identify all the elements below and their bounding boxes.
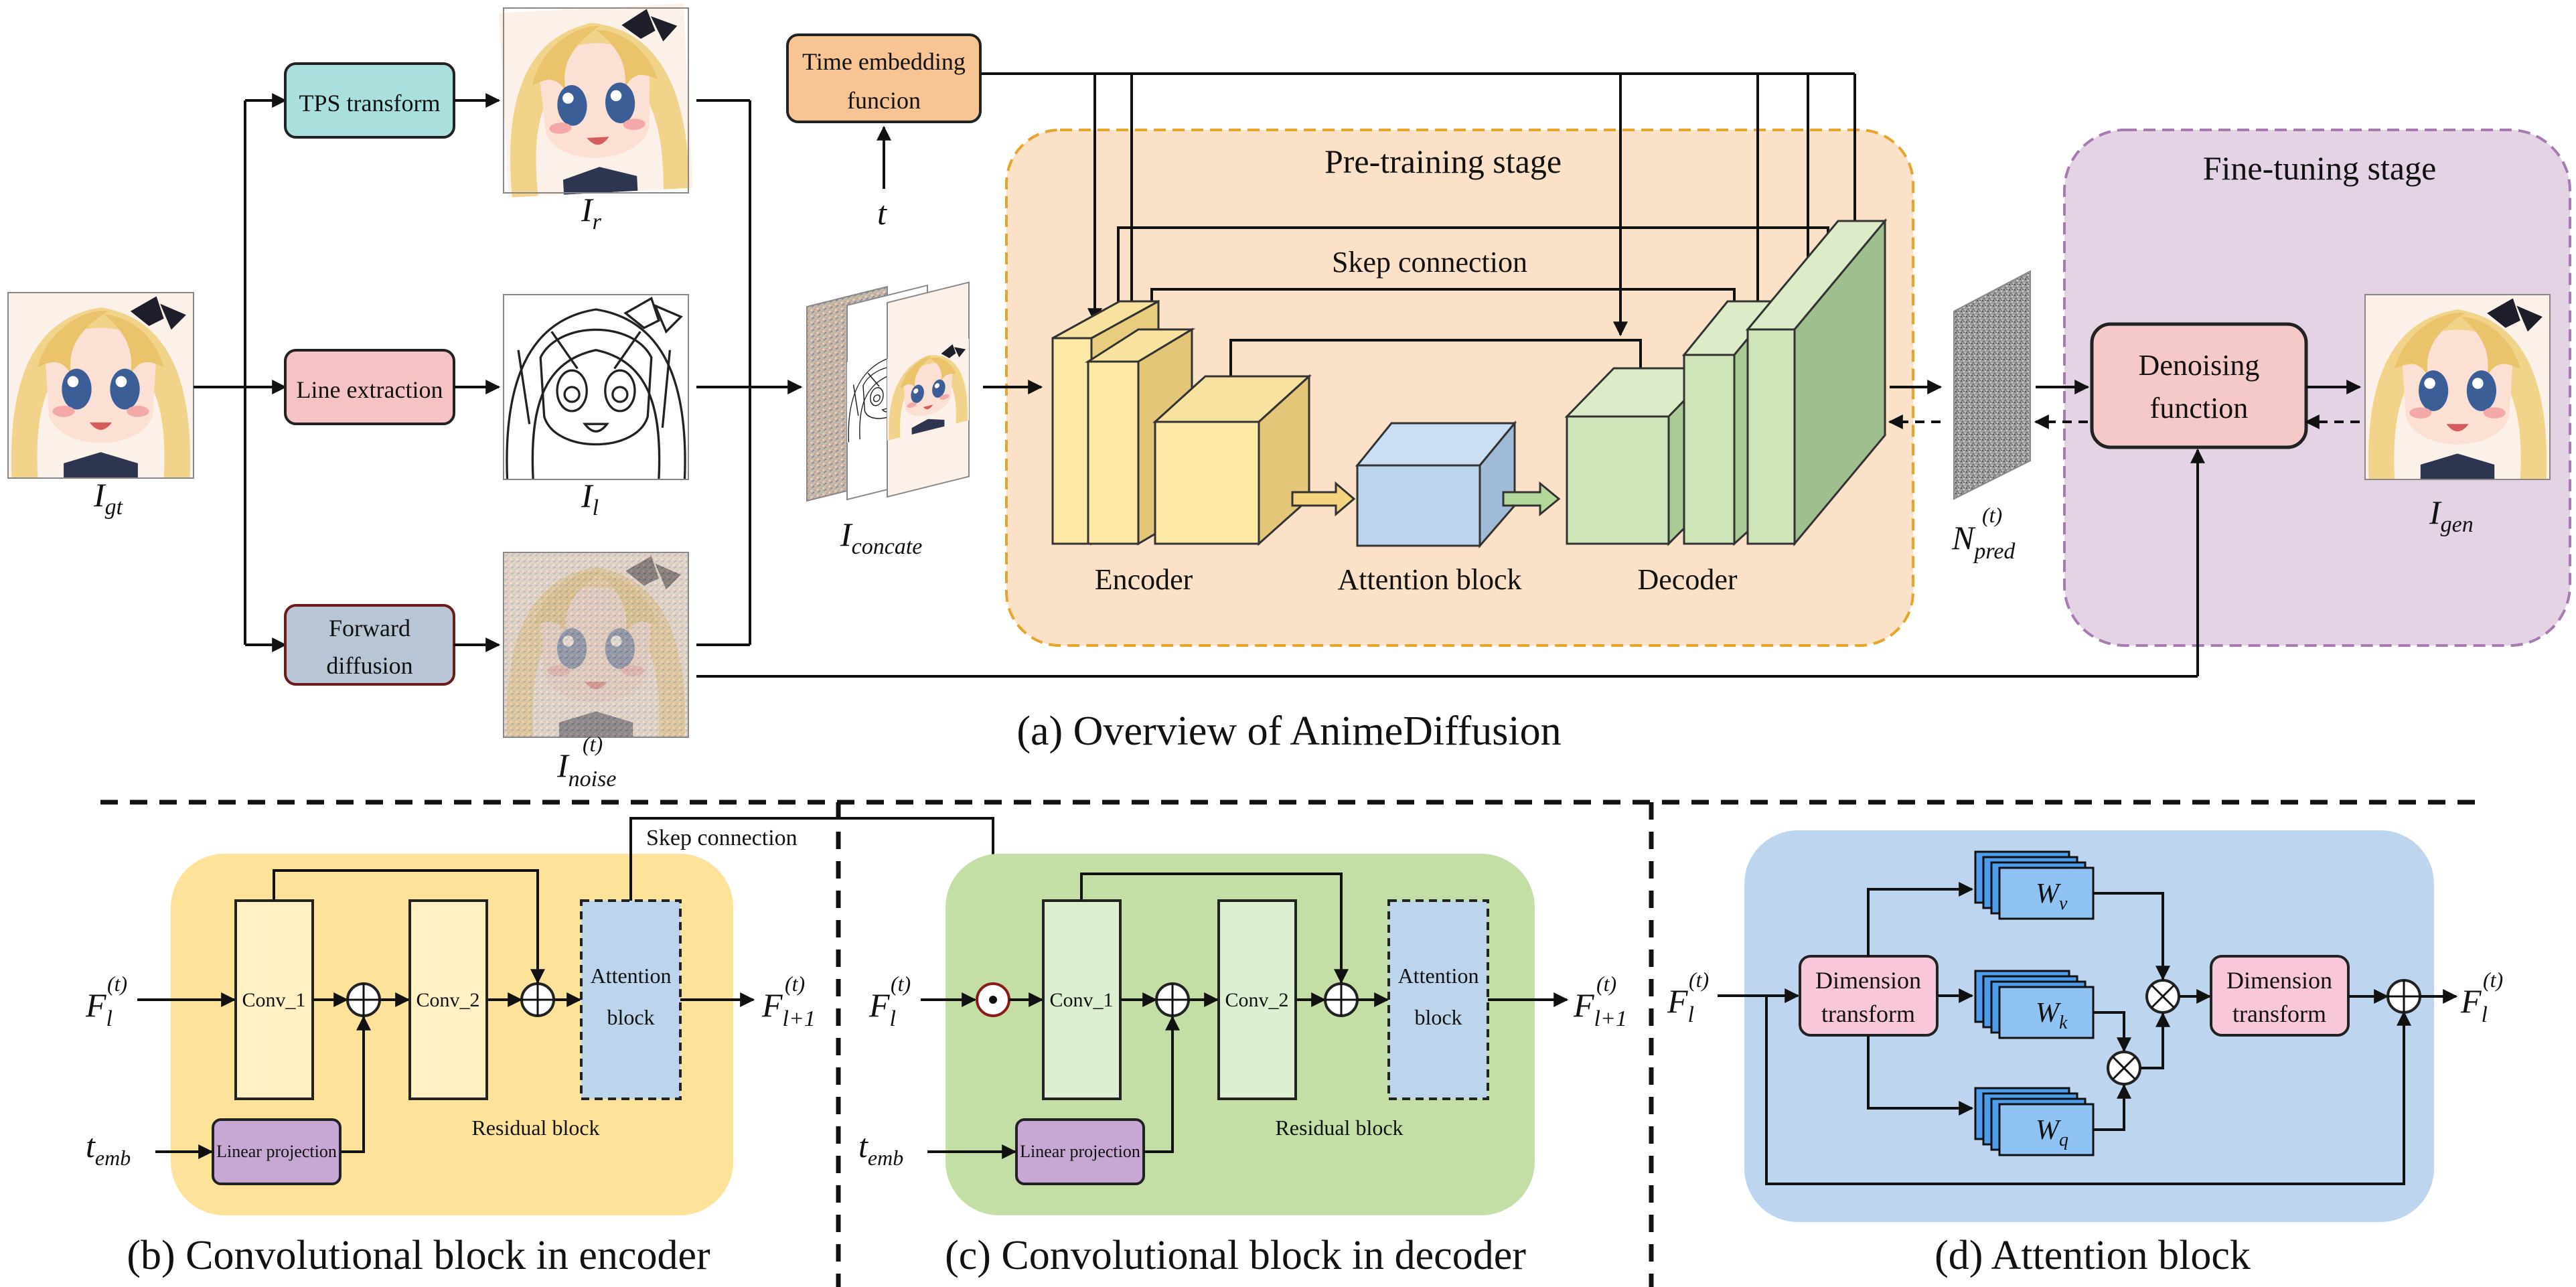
noisy-image-inoise bbox=[503, 552, 689, 738]
label-i-r: Ir bbox=[581, 191, 602, 234]
line-extraction-label: Line extraction bbox=[297, 376, 443, 403]
label-n-pred: Npred(t) bbox=[1951, 503, 2016, 564]
denoising-function-box bbox=[2090, 322, 2308, 449]
b-conv2-box bbox=[408, 899, 488, 1100]
c-f-in: Fl(t) bbox=[868, 972, 911, 1031]
d-wq-label: Wq bbox=[2036, 1115, 2068, 1150]
label-i-concate: Iconcate bbox=[840, 516, 922, 559]
line-image-il bbox=[503, 294, 689, 480]
encoder-blocks bbox=[1051, 299, 1312, 546]
caption-d: (d) Attention block bbox=[1935, 1233, 2251, 1278]
generated-image-igen bbox=[2364, 294, 2551, 480]
label-i-gen: Igen bbox=[2429, 494, 2474, 537]
d-wv-label: Wv bbox=[2036, 879, 2068, 914]
label-i-noise: Inoise(t) bbox=[556, 732, 616, 791]
caption-c: (c) Convolutional block in decoder bbox=[945, 1233, 1526, 1278]
c-f-out: Fl+1(t) bbox=[1573, 972, 1627, 1031]
time-embedding-box bbox=[786, 33, 982, 123]
b-conv2-label: Conv_2 bbox=[416, 989, 479, 1011]
attention-block-3d bbox=[1355, 420, 1517, 549]
encoder-label: Encoder bbox=[1095, 563, 1193, 596]
b-f-out: Fl+1(t) bbox=[761, 972, 816, 1031]
b-tembed: temb bbox=[86, 1127, 131, 1170]
b-f-in: Fl(t) bbox=[85, 972, 127, 1031]
concat-image-stack bbox=[806, 281, 970, 502]
b-residual-label: Residual block bbox=[471, 1116, 599, 1140]
d-dim-transform-1-label-2: transform bbox=[1821, 1000, 1915, 1027]
label-i-l: Il bbox=[581, 477, 599, 520]
b-linear-projection-label: Linear projection bbox=[216, 1142, 337, 1161]
input-image-gt bbox=[7, 292, 194, 479]
d-dim-transform-2-label-1: Dimension bbox=[2226, 967, 2332, 994]
denoising-function-label-1: Denoising bbox=[2139, 349, 2260, 382]
attention-block-label: Attention block bbox=[1338, 563, 1522, 596]
label-i-gt: Igt bbox=[93, 476, 124, 520]
d-wq-weights bbox=[1974, 1087, 2095, 1156]
skep-connection-label: Skep connection bbox=[1332, 246, 1527, 279]
d-wk-label: Wk bbox=[2036, 998, 2068, 1033]
d-f-in: Fl(t) bbox=[1667, 968, 1709, 1027]
d-wk-weights bbox=[1974, 970, 2095, 1039]
b-attention-box bbox=[580, 899, 682, 1100]
b-attention-label-1: Attention bbox=[591, 964, 672, 988]
time-embedding-label-2: funcion bbox=[847, 87, 921, 114]
d-dim-transform-2-label-2: transform bbox=[2232, 1000, 2326, 1027]
finetuning-stage-title: Fine-tuning stage bbox=[2203, 149, 2437, 187]
c-conv1-label: Conv_1 bbox=[1049, 989, 1113, 1011]
caption-b: (b) Convolutional block in encoder bbox=[127, 1233, 710, 1278]
time-embedding-label-1: Time embedding bbox=[802, 48, 966, 75]
c-tembed: temb bbox=[858, 1127, 903, 1170]
c-attention-label-2: block bbox=[1414, 1005, 1462, 1029]
c-attention-label-1: Attention bbox=[1398, 964, 1479, 988]
d-f-out: Fl(t) bbox=[2460, 968, 2503, 1027]
b-attention-label-2: block bbox=[607, 1005, 654, 1029]
decoder-blocks bbox=[1564, 218, 1888, 547]
d-dim-transform-1-label-1: Dimension bbox=[1815, 967, 1921, 994]
label-t: t bbox=[877, 194, 887, 232]
skep-connection-label-b: Skep connection bbox=[646, 826, 798, 850]
c-conv2-box bbox=[1217, 899, 1297, 1100]
c-residual-label: Residual block bbox=[1275, 1116, 1403, 1140]
b-conv1-label: Conv_1 bbox=[242, 989, 305, 1011]
predicted-noise-image bbox=[1953, 270, 2031, 500]
tps-transform-label: TPS transform bbox=[299, 90, 441, 117]
caption-a: (a) Overview of AnimeDiffusion bbox=[1016, 708, 1561, 754]
decoder-label: Decoder bbox=[1637, 563, 1737, 596]
c-conv1-box bbox=[1042, 899, 1122, 1100]
c-conv2-label: Conv_2 bbox=[1225, 989, 1288, 1011]
tps-image-ir bbox=[498, 3, 694, 198]
c-linear-projection-label: Linear projection bbox=[1020, 1142, 1140, 1161]
denoising-function-label-2: function bbox=[2150, 392, 2249, 425]
d-wv-weights bbox=[1974, 850, 2095, 920]
pretraining-stage-title: Pre-training stage bbox=[1324, 143, 1562, 180]
forward-diffusion-label-2: diffusion bbox=[326, 652, 412, 679]
b-conv1-box bbox=[234, 899, 314, 1100]
forward-diffusion-label-1: Forward bbox=[329, 615, 410, 641]
c-attention-box bbox=[1387, 899, 1489, 1100]
